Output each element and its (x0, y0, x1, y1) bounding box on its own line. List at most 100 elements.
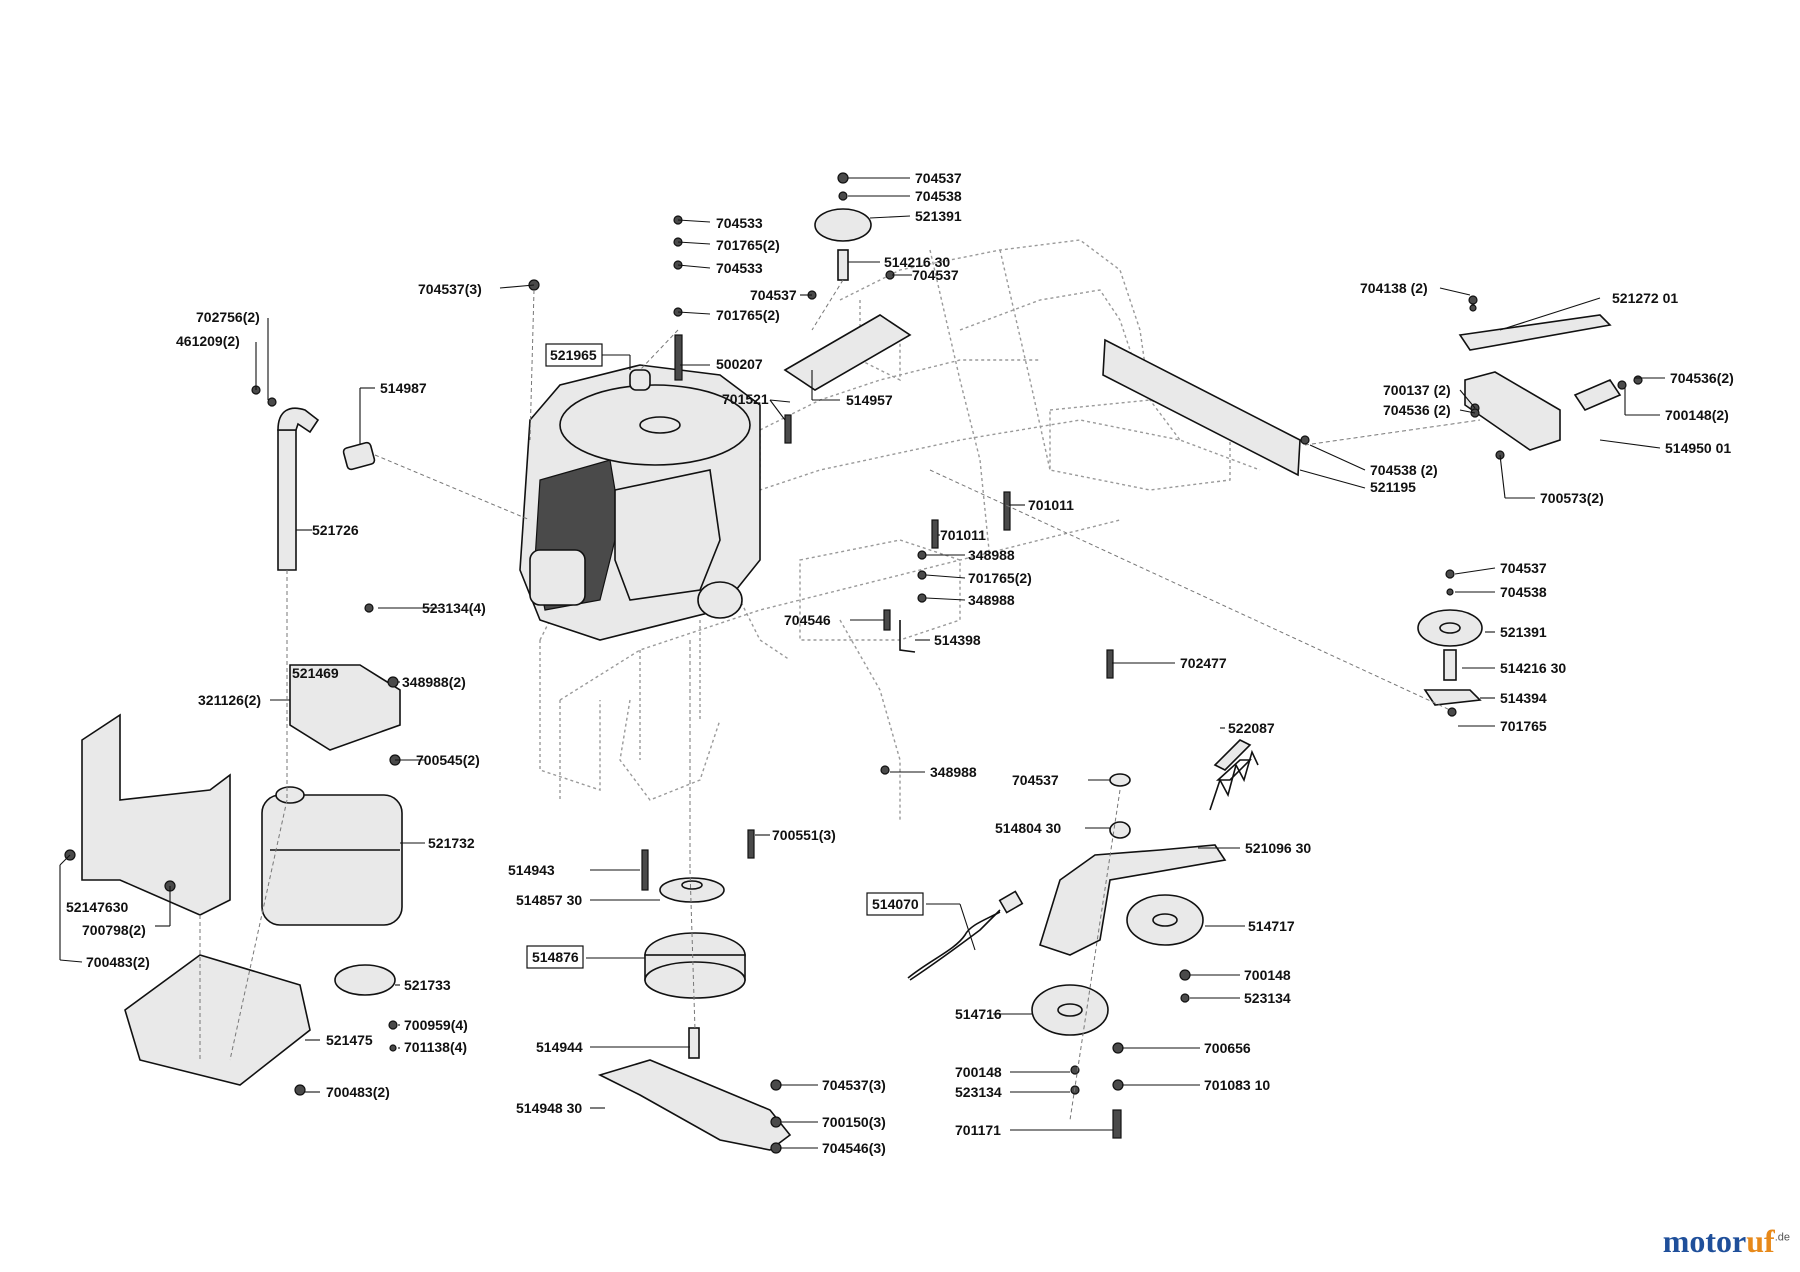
callout-523134b: 523134 (955, 1084, 1002, 1100)
callout-700483-2a: 700483(2) (86, 954, 150, 970)
logo-suffix: .de (1774, 1231, 1790, 1244)
callout-704546: 704546 (784, 612, 831, 628)
callout-52147630: 52147630 (66, 899, 129, 915)
callout-702477: 702477 (1180, 655, 1227, 671)
callout-514398: 514398 (934, 632, 981, 648)
callout-704536-2a: 704536(2) (1670, 370, 1734, 386)
callout-521469: 521469 (292, 665, 339, 681)
central-hardware (747, 491, 1252, 859)
leader-lines (59, 177, 1665, 1149)
callout-521391a: 521391 (915, 208, 962, 224)
callout-700137-2: 700137 (2) (1383, 382, 1451, 398)
callout-700148-2: 700148(2) (1665, 407, 1729, 423)
callout-704533b: 704533 (716, 260, 763, 276)
callout-700483-2b: 700483(2) (326, 1084, 390, 1100)
callout-514216-30b: 514216 30 (1500, 660, 1566, 676)
callout-461209-2: 461209(2) (176, 333, 240, 349)
callout-521726: 521726 (312, 522, 359, 538)
callout-704538a: 704538 (915, 188, 962, 204)
callout-348988a: 348988 (968, 547, 1015, 563)
callout-514717: 514717 (1248, 918, 1295, 934)
callout-704537-3a: 704537(3) (418, 281, 482, 297)
logo-main: motor (1662, 1223, 1747, 1259)
callout-514950-01: 514950 01 (1665, 440, 1731, 456)
callout-704138-2: 704138 (2) (1360, 280, 1428, 296)
callout-348988c: 348988 (930, 764, 977, 780)
muffler (261, 786, 403, 1052)
callout-701171: 701171 (955, 1122, 1001, 1138)
callout-521272-01: 521272 01 (1612, 290, 1678, 306)
callout-700573-2: 700573(2) (1540, 490, 1604, 506)
callout-700545-2: 700545(2) (416, 752, 480, 768)
clutch-assembly (597, 849, 792, 1154)
callout-700551-3: 700551(3) (772, 827, 836, 843)
callout-701765-2b: 701765(2) (716, 307, 780, 323)
callout-514948-30: 514948 30 (516, 1100, 582, 1116)
callout-704533a: 704533 (716, 215, 763, 231)
callout-521965: 521965 (550, 347, 597, 363)
callout-514957: 514957 (846, 392, 893, 408)
callout-514944: 514944 (536, 1039, 583, 1055)
callout-704546-3: 704546(3) (822, 1140, 886, 1156)
assembly-dash-lines (199, 279, 1481, 1121)
callout-704537b: 704537 (912, 267, 959, 283)
right-bracket (1458, 295, 1643, 460)
callout-514716: 514716 (955, 1006, 1002, 1022)
callout-701765-2c: 701765(2) (968, 570, 1032, 586)
callout-704537e: 704537 (1012, 772, 1059, 788)
long-bar (1102, 338, 1310, 477)
callout-521732: 521732 (428, 835, 475, 851)
callout-700150-3: 700150(3) (822, 1114, 886, 1130)
callout-521096-30: 521096 30 (1245, 840, 1311, 856)
callout-514394: 514394 (1500, 690, 1547, 706)
callout-701765: 701765 (1500, 718, 1547, 734)
callout-500207: 500207 (716, 356, 763, 372)
heat-shield (64, 603, 401, 1096)
callout-700959-4: 700959(4) (404, 1017, 468, 1033)
callout-704537-3b: 704537(3) (822, 1077, 886, 1093)
callout-514876: 514876 (532, 949, 579, 965)
callout-522087: 522087 (1228, 720, 1275, 736)
callout-701083-10: 701083 10 (1204, 1077, 1270, 1093)
callout-704537c: 704537 (750, 287, 797, 303)
callout-702756-2: 702756(2) (196, 309, 260, 325)
callout-514804-30: 514804 30 (995, 820, 1061, 836)
callout-523134a: 523134 (1244, 990, 1291, 1006)
cable (907, 911, 1001, 979)
callout-704537d: 704537 (1500, 560, 1547, 576)
callout-514216-30a: 514216 30 (884, 254, 950, 270)
callout-701521: 701521 (722, 391, 769, 407)
logo-accent: uf (1746, 1223, 1775, 1259)
callout-704537a: 704537 (915, 170, 962, 186)
callout-701011b: 701011 (940, 527, 986, 543)
callout-701138-4: 701138(4) (404, 1039, 467, 1055)
callout-700148b: 700148 (955, 1064, 1002, 1080)
callout-521475: 521475 (326, 1032, 373, 1048)
callout-704538b: 704538 (1500, 584, 1547, 600)
callout-514987: 514987 (380, 380, 427, 396)
callout-321126-2: 321126(2) (198, 692, 261, 708)
callout-701011a: 701011 (1028, 497, 1074, 513)
callout-704536-2b: 704536 (2) (1383, 402, 1451, 418)
callout-521195: 521195 (1370, 479, 1416, 495)
callout-348988b: 348988 (968, 592, 1015, 608)
callout-514857-30: 514857 30 (516, 892, 582, 908)
callout-514070: 514070 (872, 896, 919, 912)
exhaust-pipe (251, 385, 376, 571)
callout-521391b: 521391 (1500, 624, 1547, 640)
boxed-callouts (526, 343, 924, 969)
callout-521733: 521733 (404, 977, 451, 993)
callout-514943: 514943 (508, 862, 555, 878)
callout-701765-2a: 701765(2) (716, 237, 780, 253)
site-logo[interactable]: motoruf.de (1663, 1223, 1790, 1260)
callout-700656: 700656 (1204, 1040, 1251, 1056)
callout-700798-2: 700798(2) (82, 922, 146, 938)
spring (1209, 749, 1259, 811)
engine (519, 364, 761, 641)
callout-700148a: 700148 (1244, 967, 1291, 983)
callout-348988-2: 348988(2) (402, 674, 466, 690)
callout-523134-4a: 523134(4) (422, 600, 486, 616)
callout-704538-2: 704538 (2) (1370, 462, 1438, 478)
right-pulley (1417, 569, 1483, 717)
